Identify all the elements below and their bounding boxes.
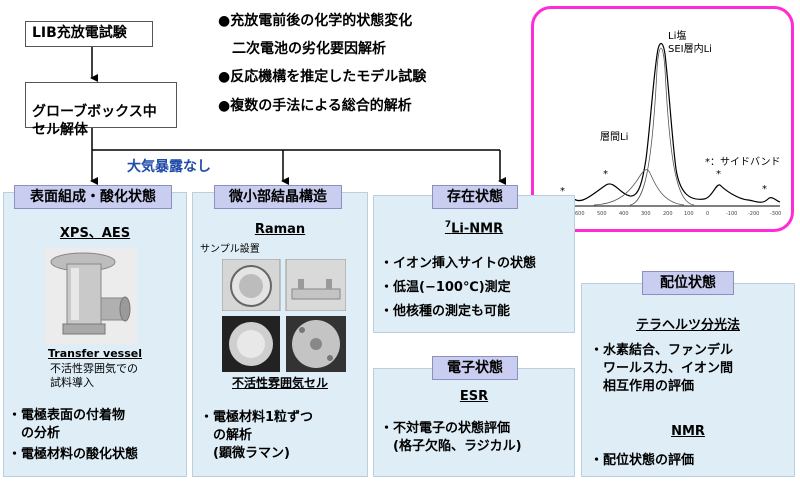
technique-esr: ESR	[459, 389, 489, 404]
x-axis-ticks: -300 -200 -100 0 100 200 300 400 500 600…	[553, 211, 781, 217]
x-tick-label: 400	[619, 211, 629, 217]
goal-3: ●反応機構を推定したモデル試験	[218, 69, 427, 85]
sideband-marker: *	[560, 186, 565, 197]
state-bullet-low-temperature: ・低温(−100℃)測定	[380, 280, 511, 295]
electron-bullet-unpaired-electron: ・不対電子の状態評価 (格子欠陥、ラジカル)	[380, 421, 522, 454]
technique-raman: Raman	[254, 222, 306, 237]
technique-coord-nmr: NMR	[671, 424, 705, 439]
micro-bullet-particle-analysis: ・電極材料1粒ずつ の解析 (顕微ラマン)	[200, 410, 314, 461]
state-bullet-insertion-site: ・イオン挿入サイトの状態	[380, 256, 537, 271]
sideband-legend: *：サイドバンド	[705, 157, 781, 168]
technique-7li-nmr: 7Li-NMR	[373, 220, 575, 236]
sideband-marker: *	[716, 169, 721, 180]
flow-step-charge-test-label: LIB充放電試験	[32, 25, 127, 41]
panel-coordination-state	[581, 283, 795, 477]
photo-note-inert-introduction: 不活性雰囲気での 試料導入	[50, 362, 138, 389]
surface-bullet-oxidation-state: ・電極材料の酸化状態	[8, 447, 139, 462]
surface-bullet-deposit-analysis: ・電極表面の付着物 の分析	[8, 408, 126, 441]
x-tick-label: 200	[663, 211, 673, 217]
coord-bullet-interaction-evaluation: ・水素結合、ファンデル ワールス力、イオン間 相互作用の評価	[590, 343, 734, 394]
x-tick-label: 300	[641, 211, 651, 217]
x-tick-label: 600	[575, 211, 585, 217]
sideband-marker: *	[762, 184, 767, 195]
nmr-spectrum-plot: * * * * -300 -200 -100 0 100 200 300 400…	[547, 43, 781, 217]
peak-label-li-salt-sei: Li塩 SEI層内Li	[668, 31, 712, 55]
x-tick-label: 0	[706, 211, 709, 217]
inert-atmosphere-cell-caption: 不活性雰囲気セル	[231, 376, 328, 390]
x-tick-label: -300	[770, 211, 781, 217]
spectrum-component-intercalated	[593, 169, 685, 206]
goal-2: 二次電池の劣化要因解析	[218, 41, 386, 57]
spectrum-component-sei	[629, 47, 695, 206]
panel-micro-crystal-title: 微小部結晶構造	[214, 185, 342, 209]
goal-4: ●複数の手法による総合的解析	[218, 98, 412, 114]
goal-1: ●充放電前後の化学的状態変化	[218, 13, 413, 29]
sideband-markers: * * * *	[560, 169, 767, 197]
panel-electronic-state-title: 電子状態	[432, 356, 518, 380]
nmr-spectrum-frame: * * * * -300 -200 -100 0 100 200 300 400…	[531, 6, 794, 232]
technique-7li-nmr-label: Li-NMR	[451, 221, 504, 237]
raman-sample-setup-label: サンプル設置	[200, 244, 260, 255]
panel-existence-state	[373, 195, 575, 333]
arrow-label-no-air-exposure: 大気暴露なし	[127, 159, 211, 175]
panel-surface-composition-title: 表面組成・酸化状態	[14, 185, 172, 209]
panel-electronic-state	[373, 368, 575, 477]
technique-7li-nmr-mass-number: 7	[444, 220, 452, 230]
flow-step-disassembly-label: グローブボックス中 セル解体	[32, 104, 157, 138]
panel-coordination-state-title: 配位状態	[642, 271, 734, 295]
technique-terahertz: テラヘルツ分光法	[635, 318, 740, 333]
flow-step-disassembly: グローブボックス中 セル解体	[25, 82, 177, 138]
x-tick-label: -200	[748, 211, 759, 217]
spectrum-envelope	[547, 43, 781, 203]
x-tick-label: 100	[684, 211, 694, 217]
transfer-vessel-photo	[45, 248, 137, 344]
x-tick-label: 500	[597, 211, 607, 217]
coord-bullet-coordination-evaluation: ・配位状態の評価	[590, 453, 695, 468]
flow-step-charge-test: LIB充放電試験	[25, 21, 153, 47]
x-tick-label: -100	[726, 211, 737, 217]
peak-label-intercalated-li: 層間Li	[600, 132, 629, 143]
technique-xps-aes: XPS、AES	[59, 226, 131, 241]
state-bullet-other-nuclei: ・他核種の測定も可能	[380, 304, 511, 319]
photo-caption-transfer-vessel: Transfer vessel	[48, 347, 142, 360]
panel-existence-state-title: 存在状態	[432, 185, 518, 209]
inert-cell-photo	[222, 316, 346, 372]
sideband-marker: *	[603, 169, 608, 180]
raman-sample-setup-photo	[222, 259, 346, 311]
